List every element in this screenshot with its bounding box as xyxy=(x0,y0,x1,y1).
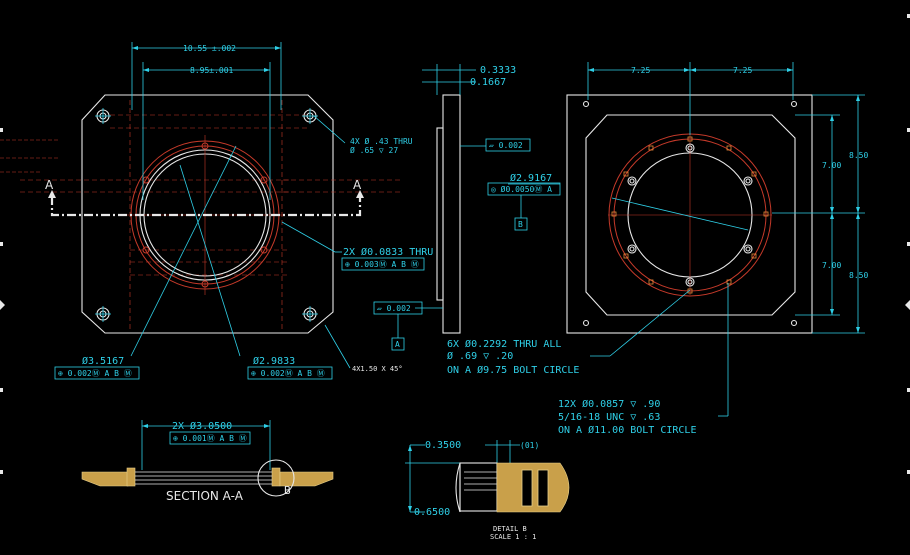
right-inner-chamfered xyxy=(585,114,796,316)
detail-b-circle xyxy=(257,459,295,497)
bore-dia: Ø2.9167 xyxy=(510,172,552,184)
left-edge-artifacts xyxy=(0,139,60,173)
hole-fcf: ⊕ 0.003Ⓜ A B Ⓜ xyxy=(345,260,419,269)
detail-dim-bottom: 0.6500 xyxy=(414,507,450,518)
mount-hole-note-2: Ø .65 ▽ 27 xyxy=(350,145,398,155)
right-dim-lower-outer: 8.50 xyxy=(849,271,868,280)
section-view: 2X Ø3.0500 ⊕ 0.001Ⓜ A B Ⓜ B SECTION A-A xyxy=(81,420,334,503)
side-dim-b: 0.1667 xyxy=(470,77,506,88)
flatness-bottom: ▱ 0.002 xyxy=(377,304,411,313)
right-dim-upper-outer: 8.50 xyxy=(849,151,868,160)
mount-holes xyxy=(95,108,318,322)
datum-a: A xyxy=(395,340,400,349)
flatness-top: ▱ 0.002 xyxy=(489,141,523,150)
detail-dim-ref: (01) xyxy=(520,441,539,450)
detail-scale: SCALE 1 : 1 xyxy=(490,533,536,541)
side-profile xyxy=(442,94,461,334)
tap-note-2: 5/16-18 UNC ▽ .63 xyxy=(558,412,660,423)
right-view: 7.25 7.25 7.00 7.00 8.50 8.50 6X Ø0.2292… xyxy=(447,62,868,436)
viewport-ticks xyxy=(0,14,910,474)
detail-dim-top: 0.3500 xyxy=(425,440,461,451)
tap-note-3: ON A Ø11.00 BOLT CIRCLE xyxy=(558,424,696,436)
bore-fcf: ◎ Ø0.0050Ⓜ A xyxy=(491,184,552,194)
right-dim-upper-inner: 7.00 xyxy=(822,161,841,170)
dia-inner: Ø2.9833 xyxy=(253,355,295,367)
detail-title: DETAIL B xyxy=(493,525,527,533)
tap-note-1: 12X Ø0.0857 ▽ .90 xyxy=(558,398,660,410)
chamfer-note: 4X1.50 X 45° xyxy=(352,365,403,373)
front-top-dimensions: 10.55 ±.002 8.95±.001 xyxy=(131,42,282,200)
dia-inner-fcf: ⊕ 0.002Ⓜ A B Ⓜ xyxy=(251,369,325,378)
datum-b: B xyxy=(518,220,523,229)
mount-hole-note-1: 4X Ø .43 THRU xyxy=(350,136,413,146)
dia-outer: Ø3.5167 xyxy=(82,355,124,367)
front-view: A A 10.55 ±.002 8.95±.001 4X Ø .43 THRU … xyxy=(20,42,433,380)
section-mark-right: A xyxy=(353,178,362,192)
section-fcf: ⊕ 0.001Ⓜ A B Ⓜ xyxy=(173,434,247,443)
section-cut-line xyxy=(50,196,362,217)
right-dim-top-left: 7.25 xyxy=(631,66,650,75)
front-plate-outline xyxy=(81,94,334,334)
detail-b-ref: B xyxy=(284,484,291,497)
section-dim: 2X Ø3.0500 xyxy=(172,420,232,432)
right-dim-lower-inner: 7.00 xyxy=(822,261,841,270)
right-outer-square xyxy=(566,94,813,334)
dia-outer-fcf: ⊕ 0.002Ⓜ A B Ⓜ xyxy=(58,369,132,378)
hole-callout: 2X Ø0.0833 THRU xyxy=(343,246,433,258)
dim-top-outer: 10.55 ±.002 xyxy=(183,44,236,53)
detail-view: 0.3500 0.6500 (01) DETAIL B SCALE 1 : 1 xyxy=(405,440,570,541)
bolt-note-1: 6X Ø0.2292 THRU ALL xyxy=(447,338,561,350)
tap-holes-12x xyxy=(611,136,769,294)
section-mark-left: A xyxy=(45,178,54,192)
dim-top-inner: 8.95±.001 xyxy=(190,66,234,75)
right-dim-top-right: 7.25 xyxy=(733,66,752,75)
side-view: 0.3333 0.1667 ▱ 0.002 Ø2.9167 ◎ Ø0.0050Ⓜ… xyxy=(373,64,561,351)
bolt-note-2: Ø .69 ▽ .20 xyxy=(447,350,513,362)
section-title: SECTION A-A xyxy=(166,489,244,503)
side-dim-a: 0.3333 xyxy=(480,65,516,76)
bolt-holes-6x xyxy=(627,143,753,287)
bolt-note-3: ON A Ø9.75 BOLT CIRCLE xyxy=(447,364,579,376)
